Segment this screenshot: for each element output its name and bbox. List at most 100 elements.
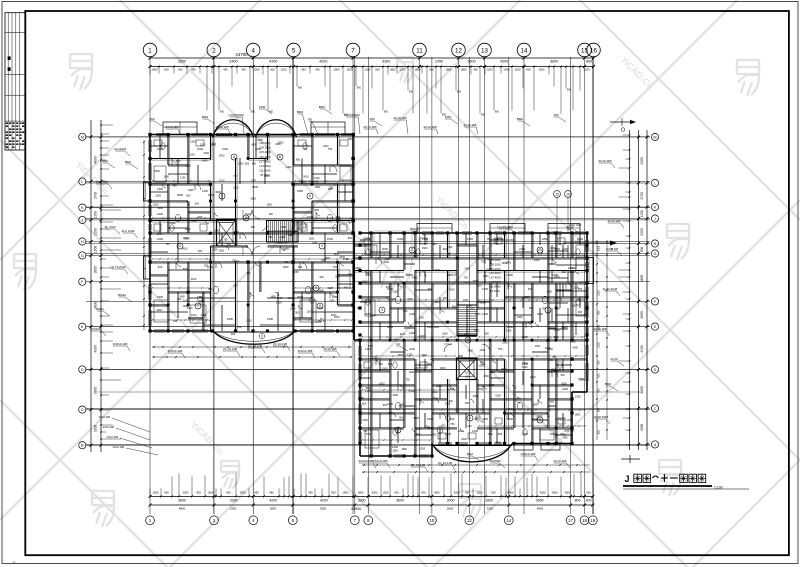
svg-text:1500: 1500 [515, 67, 521, 71]
svg-text:600: 600 [415, 367, 420, 370]
svg-text:1650: 1650 [560, 418, 566, 421]
svg-text:900: 900 [208, 233, 213, 236]
svg-text:2400: 2400 [387, 402, 393, 406]
svg-text:11: 11 [244, 216, 248, 220]
svg-text:1200: 1200 [409, 312, 415, 316]
svg-text:BM4 C: BM4 C [410, 227, 420, 231]
svg-text:1800: 1800 [387, 287, 393, 291]
svg-text:1800: 1800 [283, 266, 289, 269]
svg-text:K: K [654, 206, 657, 210]
svg-text:1200: 1200 [584, 67, 590, 71]
svg-text:1300: 1300 [573, 286, 579, 289]
svg-text:(17.400): (17.400) [489, 276, 500, 280]
svg-text:3000: 3000 [303, 176, 309, 179]
svg-text:3000: 3000 [278, 142, 284, 145]
svg-text:1650: 1650 [393, 338, 399, 341]
svg-text:1500: 1500 [539, 67, 545, 71]
svg-text:900: 900 [640, 247, 644, 253]
svg-text:1200: 1200 [183, 305, 189, 308]
svg-text:1200: 1200 [397, 237, 403, 241]
svg-text:900: 900 [452, 305, 457, 308]
svg-text:3300: 3300 [94, 425, 98, 433]
svg-text:12: 12 [467, 518, 472, 523]
svg-text:3900: 3900 [94, 387, 98, 395]
svg-text:900: 900 [295, 311, 300, 314]
svg-text:1650: 1650 [416, 428, 422, 431]
svg-text:2100: 2100 [412, 255, 418, 258]
svg-text:3C610.11B: 3C610.11B [168, 349, 183, 353]
svg-text:4200: 4200 [269, 60, 277, 64]
svg-text:1800: 1800 [153, 491, 159, 495]
svg-text:2100: 2100 [480, 361, 486, 364]
svg-text:1300: 1300 [397, 354, 403, 357]
svg-text:2100: 2100 [201, 314, 207, 317]
svg-text:1800: 1800 [461, 67, 467, 71]
svg-text:8: 8 [319, 304, 321, 308]
svg-text:4C02 6M: 4C02 6M [594, 415, 607, 419]
svg-text:L: L [654, 182, 656, 186]
svg-text:600: 600 [450, 417, 455, 421]
svg-text:1300: 1300 [277, 242, 283, 245]
svg-text:G: G [654, 252, 657, 256]
svg-text:4800: 4800 [94, 301, 98, 309]
svg-text:2100: 2100 [400, 333, 406, 336]
svg-text:900: 900 [331, 491, 336, 495]
svg-text:1300: 1300 [153, 203, 159, 206]
svg-text:1300: 1300 [210, 144, 216, 147]
svg-text:1500: 1500 [164, 176, 170, 179]
svg-text:13: 13 [481, 47, 488, 54]
svg-text:(28.100): (28.100) [489, 262, 500, 266]
svg-text:K: K [81, 206, 84, 210]
svg-text:1300: 1300 [156, 233, 162, 236]
svg-text:2C10.11B: 2C10.11B [363, 125, 376, 129]
svg-text:2C 10.11B: 2C 10.11B [273, 342, 287, 346]
svg-text:6: 6 [469, 416, 471, 420]
svg-text:450: 450 [149, 117, 154, 121]
svg-text:450: 450 [366, 432, 371, 436]
svg-text:1800: 1800 [343, 491, 349, 495]
svg-text:1500: 1500 [578, 378, 584, 381]
svg-text:450: 450 [315, 67, 320, 71]
svg-text:450: 450 [198, 249, 203, 253]
svg-text:900: 900 [598, 360, 601, 365]
svg-text:900: 900 [226, 491, 231, 495]
svg-text:600: 600 [442, 114, 447, 117]
svg-text:1800: 1800 [553, 370, 559, 373]
svg-text:600: 600 [598, 310, 601, 315]
svg-text:600: 600 [335, 276, 340, 279]
svg-text:2100: 2100 [157, 237, 163, 241]
svg-text:1650: 1650 [379, 382, 385, 385]
svg-text:750: 750 [235, 231, 240, 234]
svg-text:1500: 1500 [254, 67, 260, 71]
svg-text:900: 900 [164, 67, 169, 71]
svg-text:4300: 4300 [94, 345, 98, 353]
svg-text:1200: 1200 [200, 144, 206, 147]
svg-text:1300: 1300 [547, 359, 553, 362]
svg-text:1200: 1200 [281, 67, 287, 71]
svg-text:600: 600 [220, 111, 225, 114]
svg-text:2C10: 2C10 [610, 357, 618, 361]
svg-text:3000: 3000 [434, 326, 440, 329]
svg-text:3300: 3300 [358, 498, 366, 502]
svg-text:2400: 2400 [554, 276, 560, 279]
svg-text:600: 600 [598, 373, 601, 378]
svg-text:1650: 1650 [267, 204, 273, 207]
svg-text:3000: 3000 [447, 498, 455, 502]
svg-text:750: 750 [233, 175, 238, 178]
svg-text:750: 750 [554, 296, 559, 299]
svg-text:1200: 1200 [420, 448, 426, 451]
svg-text:900: 900 [550, 401, 555, 404]
svg-text:900: 900 [328, 187, 333, 191]
svg-text:2100: 2100 [183, 300, 189, 303]
svg-text:2400: 2400 [362, 281, 368, 284]
svg-text:15: 15 [581, 47, 588, 54]
svg-text:600: 600 [498, 432, 503, 436]
svg-text:4800: 4800 [537, 507, 544, 511]
svg-text:2400: 2400 [257, 139, 263, 142]
svg-text:3000: 3000 [554, 248, 560, 251]
svg-text:1050: 1050 [435, 60, 443, 64]
svg-text:600: 600 [457, 91, 462, 94]
svg-text:1300: 1300 [506, 329, 512, 332]
svg-text:600: 600 [384, 111, 389, 114]
svg-text:450: 450 [247, 272, 252, 275]
